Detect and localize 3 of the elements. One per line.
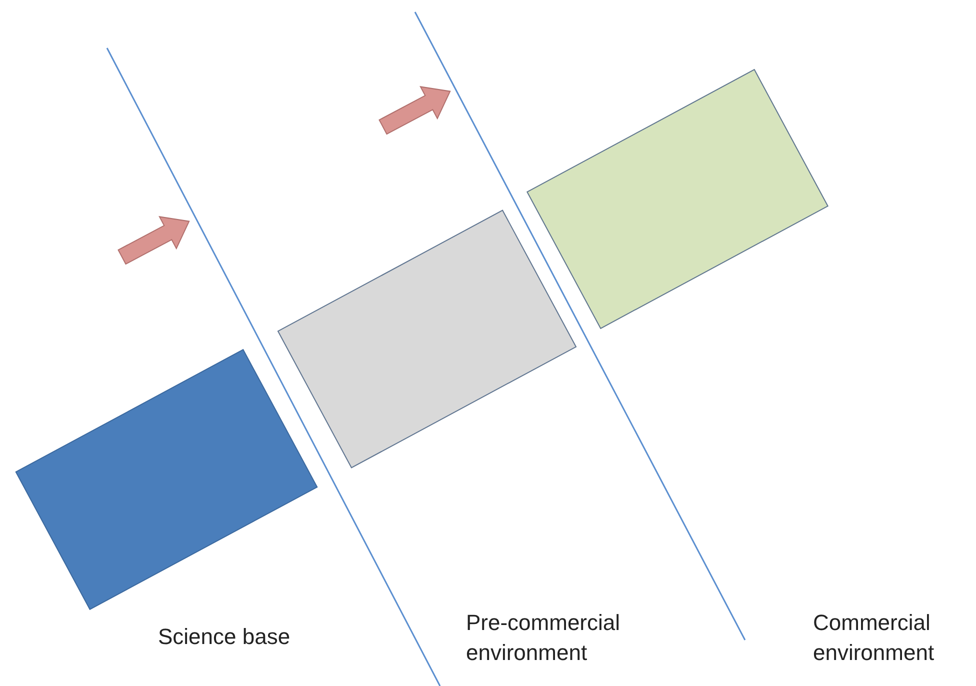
zone-label: Pre-commercial environment — [466, 609, 622, 667]
zone-label: Science base — [158, 623, 292, 651]
zone-label: Commercial environment — [813, 609, 936, 667]
